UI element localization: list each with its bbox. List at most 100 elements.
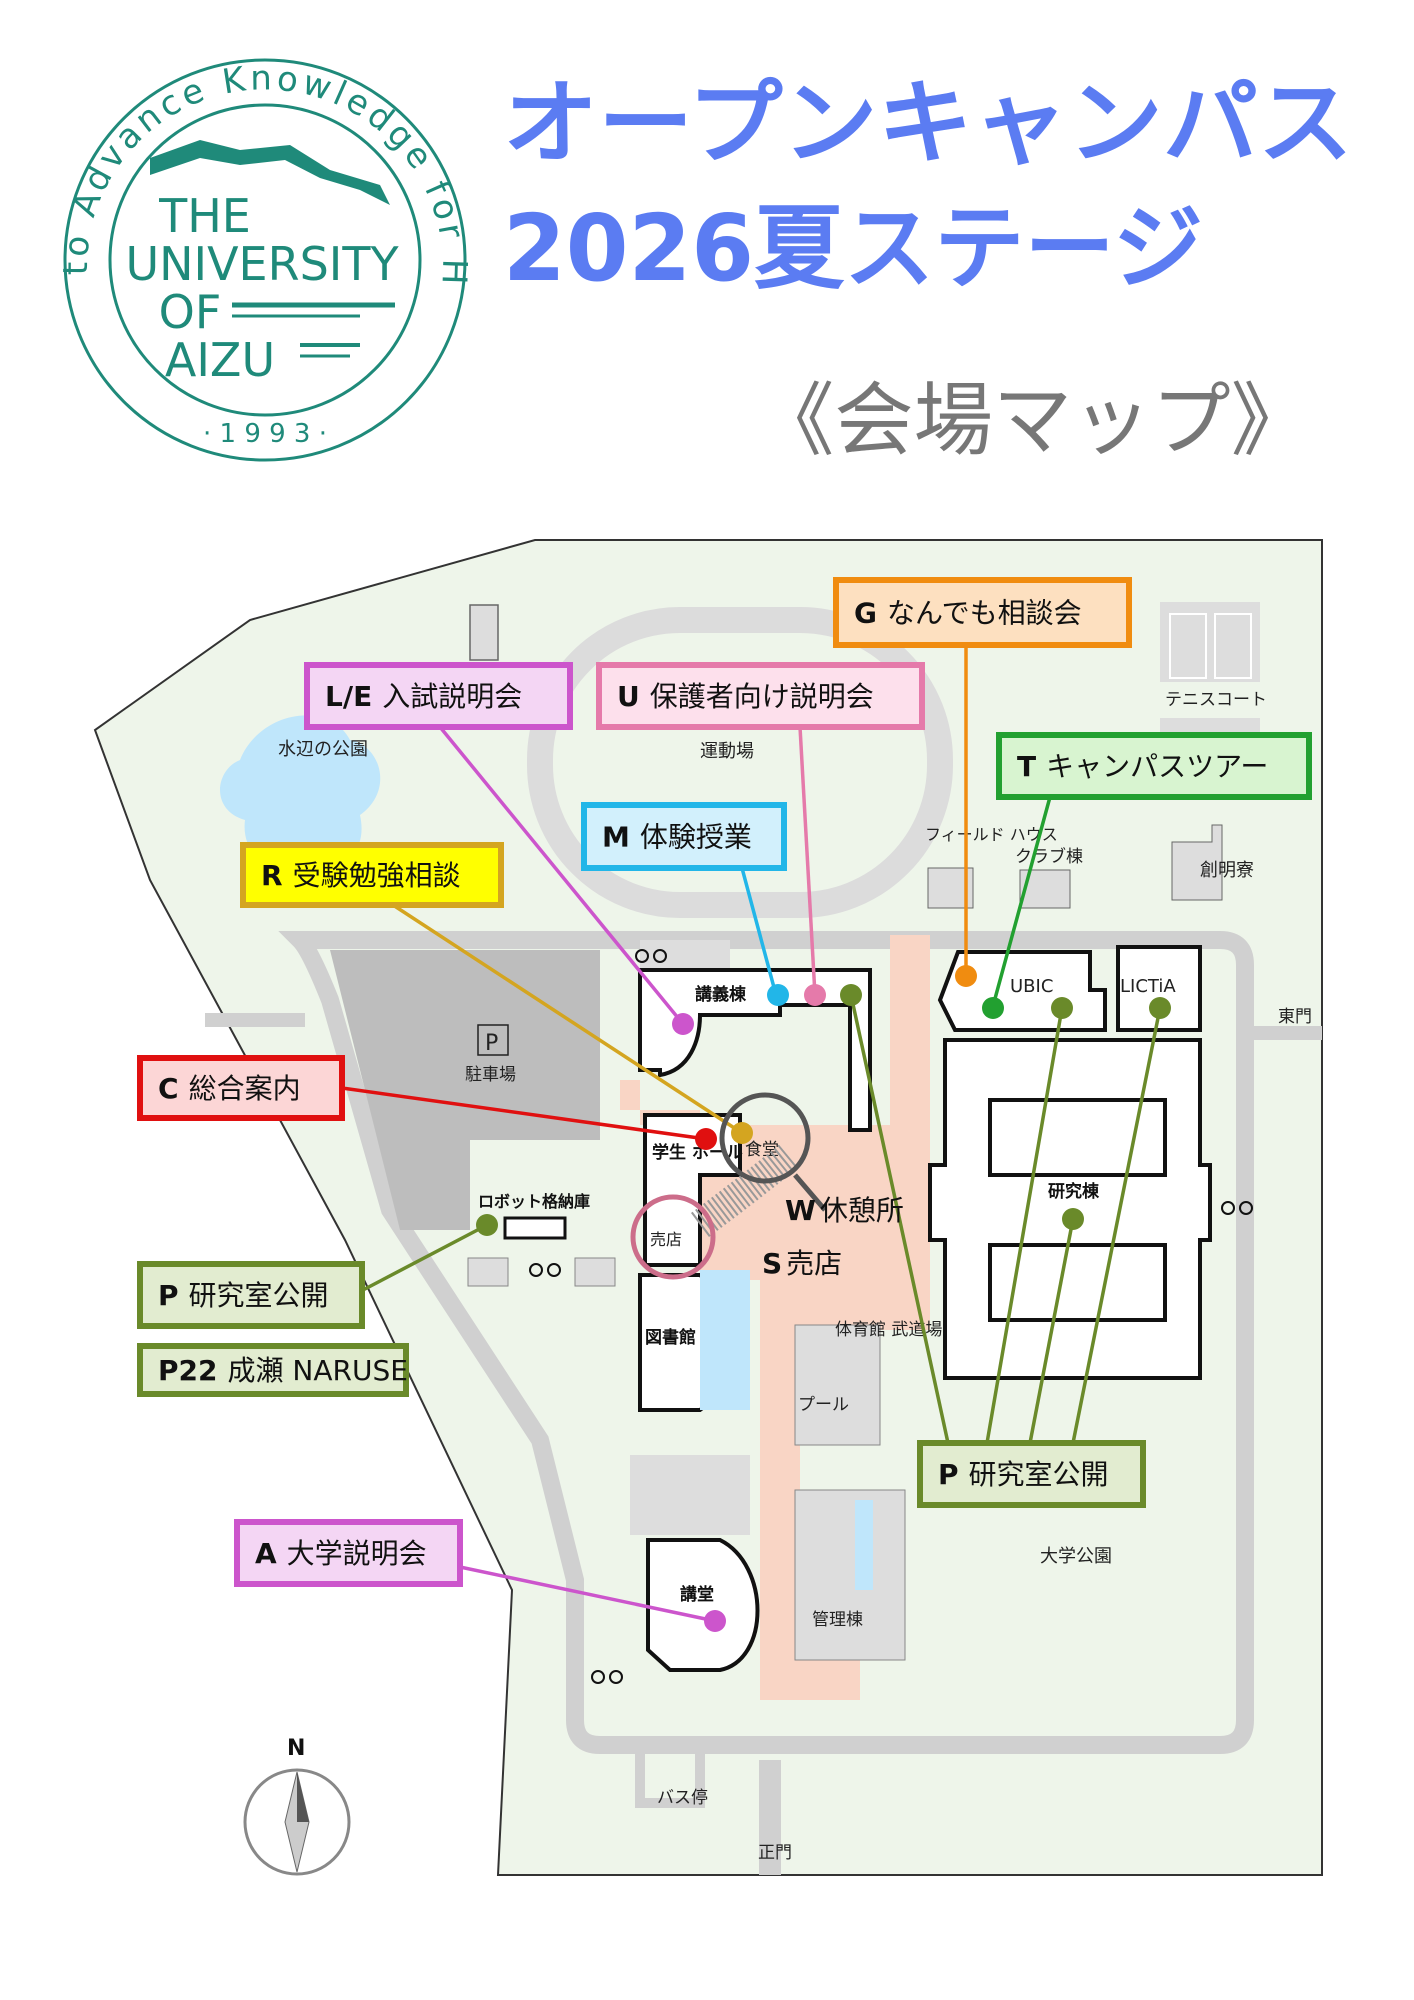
leader-t — [991, 796, 1052, 1007]
callout-p1-code: P — [158, 1279, 179, 1312]
bus-loop — [635, 1743, 705, 1808]
callout-r-box[interactable] — [240, 842, 504, 908]
gym-label: 体育館 武道場 — [835, 1320, 942, 1340]
subtitle: 《会場マップ》 — [755, 374, 1310, 467]
bicycle-icon — [1221, 1201, 1253, 1215]
mountain-icon — [150, 140, 390, 205]
leader-lines — [341, 645, 1162, 1623]
small-building — [469, 604, 499, 661]
parking-icon-letter: P — [485, 1031, 498, 1056]
marker-m[interactable] — [767, 984, 789, 1006]
callout-m-code: M — [602, 821, 630, 854]
callout-a-box[interactable] — [234, 1519, 463, 1587]
callout-u-text: 保護者向け説明会 — [650, 680, 874, 713]
logo-line3: OF — [159, 285, 222, 339]
marker-le[interactable] — [672, 1013, 694, 1035]
callout-u-label: U 保護者向け説明会 — [617, 680, 874, 713]
lake-shape — [220, 715, 381, 865]
title-line2: 2026夏ステージ — [503, 195, 1203, 302]
callout-p22-label: P22 成瀬 NARUSE — [158, 1354, 408, 1387]
marker-r[interactable] — [731, 1122, 753, 1144]
callout-c-box[interactable] — [137, 1055, 345, 1121]
callout-a-code: A — [255, 1537, 277, 1570]
lecture-label: 講義棟 — [695, 984, 747, 1005]
leader-p2 — [849, 994, 950, 1444]
leader-p2 — [1028, 1218, 1075, 1444]
dorm-label: 創明寮 — [1200, 860, 1254, 881]
robot-hangar-shape — [503, 1216, 567, 1240]
parking-lot — [330, 950, 600, 1230]
auditorium-building — [646, 1538, 760, 1672]
lictia-label: LICTiA — [1120, 976, 1176, 997]
marker-a[interactable] — [704, 1610, 726, 1632]
logo-line1: THE — [158, 189, 251, 243]
callout-p1-box[interactable] — [137, 1261, 365, 1329]
leader-p2 — [985, 1007, 1064, 1444]
student-hall-label: 学生 ホール — [652, 1142, 743, 1163]
admin-water — [855, 1500, 873, 1590]
callout-p22-code: P22 — [158, 1354, 218, 1387]
callout-u-code: U — [617, 680, 640, 713]
shop-ring[interactable] — [630, 1194, 716, 1280]
leader-w — [793, 1173, 827, 1212]
logo-year: · 1 9 9 3 · — [203, 419, 327, 449]
compass-icon — [243, 1768, 351, 1876]
logo-line2: UNIVERSITY — [125, 237, 399, 291]
callout-p1-label: P 研究室公開 — [158, 1279, 329, 1312]
auditorium-annex — [630, 1455, 750, 1535]
track-label: 運動場 — [700, 741, 754, 762]
callout-a-text: 大学説明会 — [287, 1537, 427, 1570]
leader-le — [438, 725, 685, 1026]
admin-label: 管理棟 — [812, 1610, 863, 1630]
callout-g-box[interactable] — [833, 577, 1132, 648]
marker-p[interactable] — [1149, 997, 1171, 1019]
callout-p2-box[interactable] — [917, 1440, 1146, 1508]
callout-r-text: 受験勉強相談 — [293, 859, 461, 892]
callout-p22-box[interactable] — [137, 1343, 409, 1397]
gym-building — [794, 1324, 881, 1446]
marker-p[interactable] — [476, 1214, 498, 1236]
callout-r-label: R 受験勉強相談 — [261, 859, 461, 892]
callout-p22-text: 成瀬 NARUSE — [228, 1354, 408, 1387]
marker-t[interactable] — [982, 997, 1004, 1019]
field-house-label: フィールド ハウス — [925, 825, 1058, 844]
callout-m-box[interactable] — [581, 802, 787, 871]
pool-label: プール — [798, 1395, 849, 1415]
callout-p2-code: P — [938, 1458, 959, 1491]
leader-c — [341, 1086, 707, 1141]
callout-t-box[interactable] — [996, 732, 1312, 800]
marker-c[interactable] — [695, 1128, 717, 1150]
rest-area-ring[interactable] — [719, 1092, 811, 1184]
callout-le-text: 入試説明会 — [382, 680, 522, 713]
admin-building — [794, 1489, 906, 1661]
bus-stop-label: バス停 — [657, 1788, 708, 1808]
leader-p2 — [1071, 1007, 1162, 1444]
marker-p[interactable] — [840, 984, 862, 1006]
callout-p1-text: 研究室公開 — [189, 1279, 329, 1312]
marker-p[interactable] — [1051, 997, 1073, 1019]
research-label: 研究棟 — [1048, 1181, 1100, 1202]
callout-le-box[interactable] — [304, 662, 573, 730]
leader-p1 — [362, 1223, 488, 1292]
marker-u[interactable] — [804, 984, 826, 1006]
marker-p[interactable] — [1062, 1208, 1084, 1230]
callout-r-code: R — [261, 859, 283, 892]
callout-g-text: なんでも相談会 — [887, 597, 1082, 630]
logo-line4: AIZU — [165, 333, 275, 387]
tennis-label: テニスコート — [1165, 690, 1267, 710]
shop-label: 売店 — [650, 1230, 682, 1249]
callout-u-box[interactable] — [596, 662, 925, 730]
marker-g[interactable] — [955, 965, 977, 987]
stairs-shape — [690, 1143, 800, 1237]
bicycle-icon — [529, 1263, 561, 1277]
track-shape — [527, 607, 953, 918]
library-label: 図書館 — [645, 1327, 696, 1348]
